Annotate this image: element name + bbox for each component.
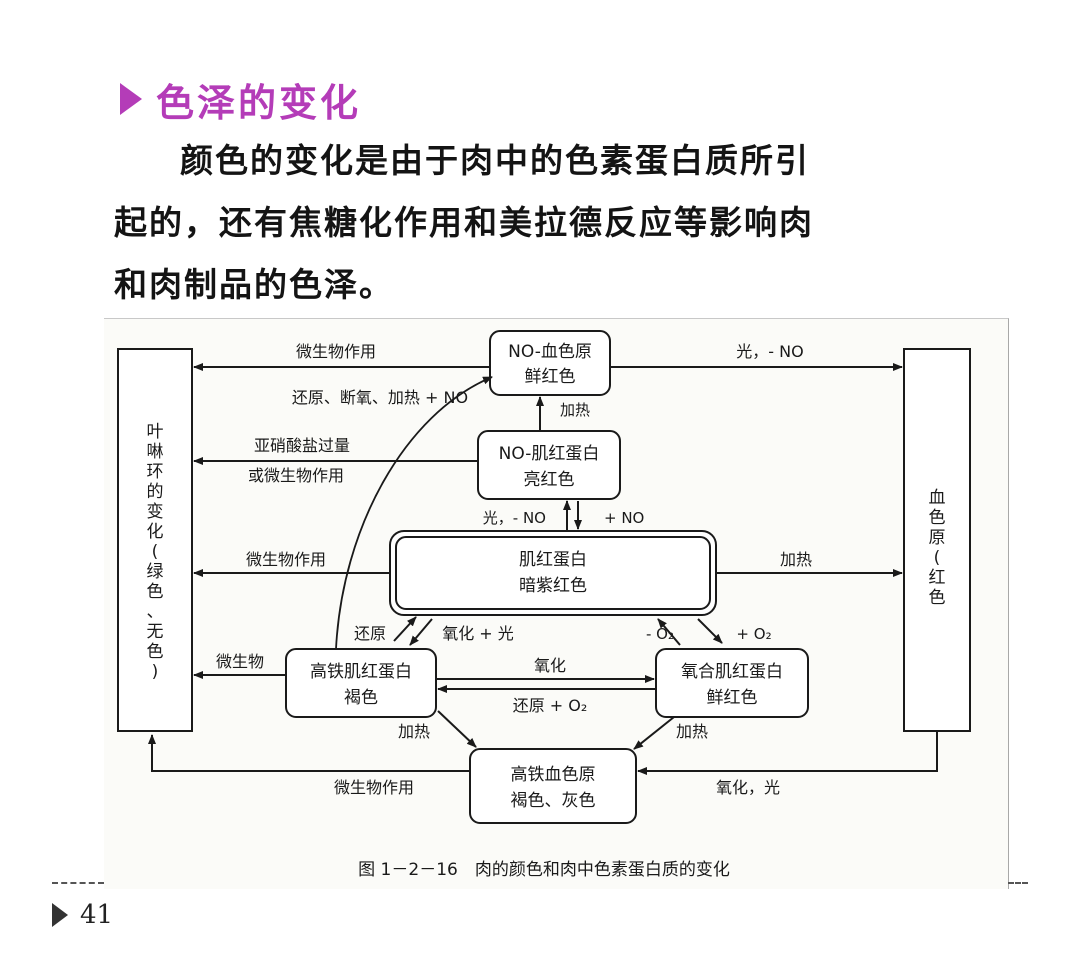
node-hemichrome-color: 褐色、灰色	[511, 791, 596, 811]
pigment-transformation-diagram: 叶 啉 环 的 变 化 ( 绿 色 、 无 色 ) 血 色 原 ( 红 色 NO…	[117, 330, 971, 880]
label-heat-up: 加热	[560, 401, 590, 419]
hemochrome-red-label: 血 色 原 ( 红 色	[929, 488, 946, 608]
arrow-oxidize-light	[409, 618, 433, 646]
page-number: 41	[80, 900, 114, 930]
node-metmyoglobin	[285, 648, 437, 718]
node-metmyoglobin-name: 高铁肌红蛋白	[310, 662, 412, 682]
svg-text:变: 变	[147, 502, 164, 522]
label-microbe-top: 微生物作用	[296, 342, 376, 361]
node-myoglobin-color: 暗紫红色	[519, 576, 587, 596]
svg-text:环: 环	[147, 462, 164, 482]
label-nitrite-line1: 亚硝酸盐过量	[254, 436, 350, 455]
svg-text:化: 化	[147, 522, 164, 542]
node-metmyoglobin-color: 褐色	[344, 688, 378, 708]
label-nitrite-line2: 或微生物作用	[248, 466, 344, 485]
arrow-reduce	[393, 616, 417, 642]
label-oxidize-light-bottom: 氧化，光	[716, 778, 780, 797]
label-microbe-mid: 微生物作用	[246, 550, 326, 569]
arrow-heat-oxy-to-hemichrome	[633, 716, 675, 750]
arrow-heat-met-to-hemichrome	[437, 710, 477, 748]
svg-text:血: 血	[929, 488, 946, 508]
right-dash-divider	[1008, 882, 1028, 884]
label-light-minus-no-mid: 光，- NO	[483, 509, 546, 527]
diagram-figure: 叶 啉 环 的 变 化 ( 绿 色 、 无 色 ) 血 色 原 ( 红 色 NO…	[104, 318, 1009, 889]
page-triangle-icon	[52, 903, 68, 927]
label-reduce-o2: 还原 + O₂	[513, 696, 588, 715]
node-no-hemochrome-name: NO-血色原	[508, 342, 592, 362]
node-oxymyoglobin	[655, 648, 809, 718]
porphyrin-change-box	[117, 348, 193, 732]
paragraph-line-1: 颜色的变化是由于肉中的色素蛋白质所引	[180, 141, 810, 180]
svg-text:红: 红	[929, 568, 946, 588]
label-microbe-short: 微生物	[216, 652, 264, 671]
label-heat-right: 加热	[780, 550, 812, 569]
svg-text:(: (	[152, 542, 159, 562]
node-no-hemochrome	[489, 330, 611, 396]
label-oxidize-light: 氧化 + 光	[442, 624, 514, 643]
label-oxidize: 氧化	[534, 656, 566, 675]
svg-text:原: 原	[929, 528, 946, 548]
label-minus-o2: - O₂	[646, 625, 674, 643]
svg-text:、: 、	[147, 602, 164, 622]
svg-text:色: 色	[147, 642, 164, 662]
page-number-marker: 41	[52, 900, 113, 930]
node-no-hemochrome-color: 鲜红色	[525, 367, 576, 387]
svg-text:色: 色	[929, 588, 946, 608]
node-myoglobin	[389, 530, 717, 616]
porphyrin-change-label: 叶 啉 环 的 变 化 ( 绿 色 、 无 色 )	[147, 422, 164, 682]
node-oxymyoglobin-color: 鲜红色	[707, 688, 758, 708]
label-light-minus-no-top: 光，- NO	[736, 342, 803, 361]
svg-text:啉: 啉	[147, 442, 164, 462]
figure-caption: 图 1－2－16 肉的颜色和肉中色素蛋白质的变化	[358, 860, 730, 880]
arrow-met-to-no-hemochrome	[335, 376, 493, 650]
label-reduce: 还原	[354, 624, 386, 643]
heading-text: 色泽的变化	[156, 80, 362, 125]
svg-text:(: (	[934, 548, 941, 568]
node-no-myoglobin	[477, 430, 621, 500]
arrow-minus-o2	[657, 618, 681, 646]
label-reduce-deox-heat: 还原、断氧、加热 + NO	[292, 388, 468, 407]
section-heading: 色泽的变化	[120, 74, 362, 125]
node-hemichrome	[469, 748, 637, 824]
arrow-plus-o2	[697, 618, 723, 644]
paragraph-line-3: 和肉制品的色泽。	[114, 265, 394, 304]
left-dash-divider	[52, 882, 104, 884]
svg-text:色: 色	[147, 582, 164, 602]
svg-text:叶: 叶	[147, 422, 164, 442]
svg-text:无: 无	[147, 622, 164, 642]
paragraph-line-2: 起的，还有焦糖化作用和美拉德反应等影响肉	[114, 203, 814, 242]
node-no-myoglobin-name: NO-肌红蛋白	[499, 444, 600, 464]
triangle-bullet-icon	[120, 83, 142, 115]
label-microbe-bottom: 微生物作用	[334, 778, 414, 797]
node-no-myoglobin-color: 亮红色	[524, 470, 575, 490]
svg-text:的: 的	[147, 482, 164, 502]
label-plus-no: + NO	[604, 509, 644, 527]
svg-text:色: 色	[929, 508, 946, 528]
svg-text:): )	[152, 662, 159, 682]
arrow-hemichrome-to-porphyrin	[148, 734, 470, 772]
node-myoglobin-name: 肌红蛋白	[519, 550, 587, 570]
hemochrome-red-box	[903, 348, 971, 732]
label-heat-br: 加热	[676, 722, 708, 741]
arrow-hemochrome-to-hemichrome	[637, 731, 938, 775]
label-plus-o2: + O₂	[736, 625, 771, 643]
svg-text:绿: 绿	[147, 562, 164, 582]
node-oxymyoglobin-name: 氧合肌红蛋白	[681, 662, 783, 682]
node-hemichrome-name: 高铁血色原	[511, 765, 596, 785]
label-heat-bl: 加热	[398, 722, 430, 741]
